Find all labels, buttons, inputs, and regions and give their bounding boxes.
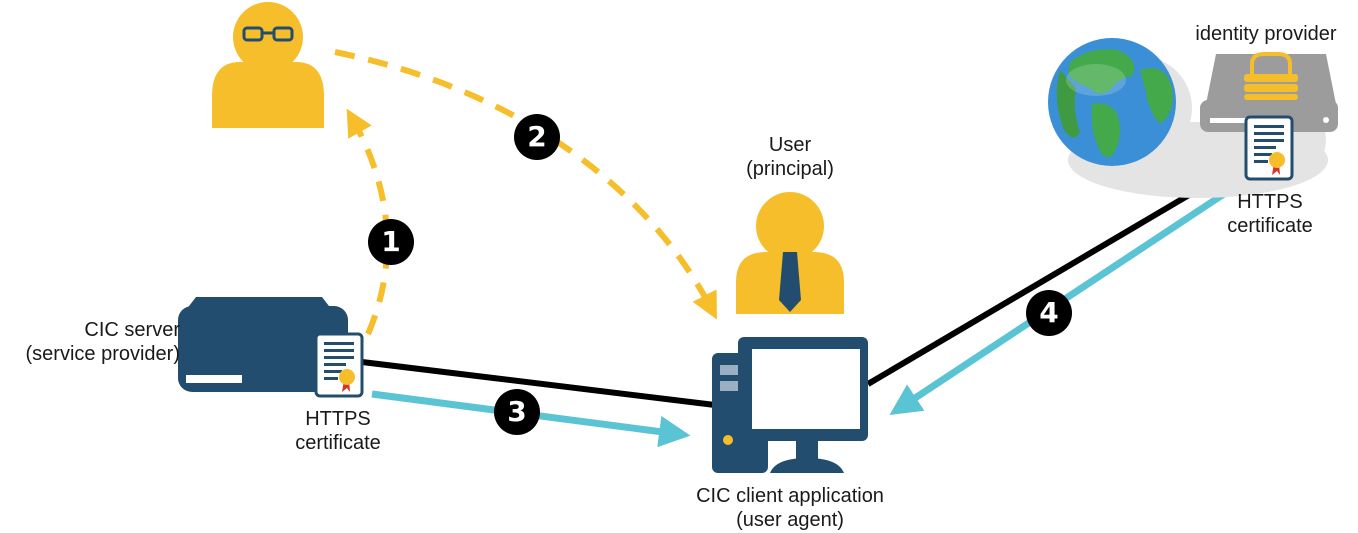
- user-label-line1: User: [768, 134, 812, 156]
- cic-server-label-line1: CIC server: [84, 319, 180, 341]
- step-badge-4: 4: [1026, 290, 1072, 336]
- server-cert-label-line1: HTTPS: [305, 408, 371, 430]
- step-badge-2: 2: [514, 114, 560, 160]
- arrow-step-2: [334, 49, 717, 320]
- idp-cert-label: HTTPS certificate: [1200, 190, 1340, 238]
- person-with-glasses-icon: [212, 2, 324, 128]
- cic-server-label-line2: (service provider): [25, 343, 180, 365]
- client-label-line1: CIC client application: [696, 485, 884, 507]
- user-label-line2: (principal): [746, 158, 834, 180]
- cic-server-label: CIC server (service provider): [0, 318, 180, 366]
- certificate-icon: [314, 332, 364, 398]
- idp-cert-label-line1: HTTPS: [1237, 191, 1303, 213]
- user-principal-icon: [736, 192, 844, 314]
- step-badge-1: 1: [368, 219, 414, 265]
- server-cert-label-line2: certificate: [295, 432, 381, 454]
- computer-icon: [712, 337, 868, 473]
- idp-title-text: identity provider: [1195, 23, 1337, 45]
- server-icon: [178, 297, 348, 392]
- client-label: CIC client application (user agent): [660, 484, 920, 532]
- step-badge-3: 3: [494, 389, 540, 435]
- arrow-step-4: [889, 183, 1238, 415]
- server-cert-label: HTTPS certificate: [268, 407, 408, 455]
- idp-cert-label-line2: certificate: [1227, 215, 1313, 237]
- idp-certificate-icon: [1244, 115, 1294, 181]
- idp-title-label: identity provider: [1176, 22, 1356, 46]
- client-label-line2: (user agent): [736, 509, 844, 531]
- globe-icon: [1048, 38, 1176, 166]
- user-label: User (principal): [720, 133, 860, 181]
- connection-server-client: [361, 359, 716, 408]
